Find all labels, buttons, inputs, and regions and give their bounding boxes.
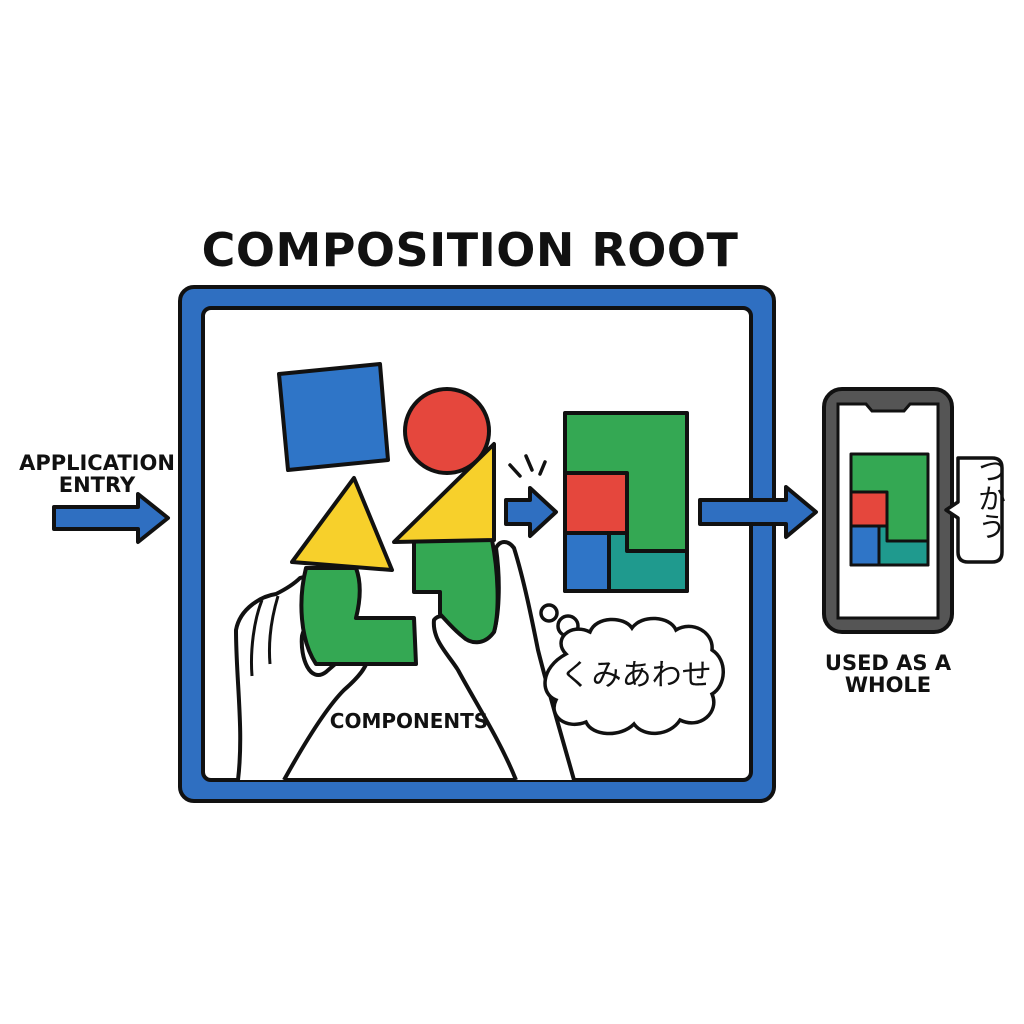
blue-square-shape <box>277 362 390 472</box>
green-shape-right <box>412 538 500 645</box>
speech-bubble-text: つかう <box>974 456 1007 540</box>
yellow-triangle-right <box>392 442 496 544</box>
yellow-triangle-left <box>290 476 394 572</box>
green-l-shape-left <box>299 566 418 666</box>
used-as-whole-label: USED AS A WHOLE <box>824 651 952 698</box>
output-arrow <box>698 485 818 539</box>
thought-bubble-text: くみあわせ <box>560 658 712 693</box>
assembled-composite <box>563 411 689 593</box>
entry-arrow <box>52 492 170 544</box>
application-entry-label: APPLICATION ENTRY <box>19 451 175 498</box>
diagram-title: COMPOSITION ROOT <box>201 223 739 277</box>
phone-screen-composite <box>849 452 930 567</box>
spark-lines <box>508 454 547 478</box>
phone-device <box>822 387 954 634</box>
thought-bubble <box>539 603 725 736</box>
speech-bubble <box>944 456 1004 564</box>
assemble-arrow <box>504 486 558 538</box>
red-circle-shape <box>403 387 491 475</box>
components-label: COMPONENTS <box>329 709 489 733</box>
